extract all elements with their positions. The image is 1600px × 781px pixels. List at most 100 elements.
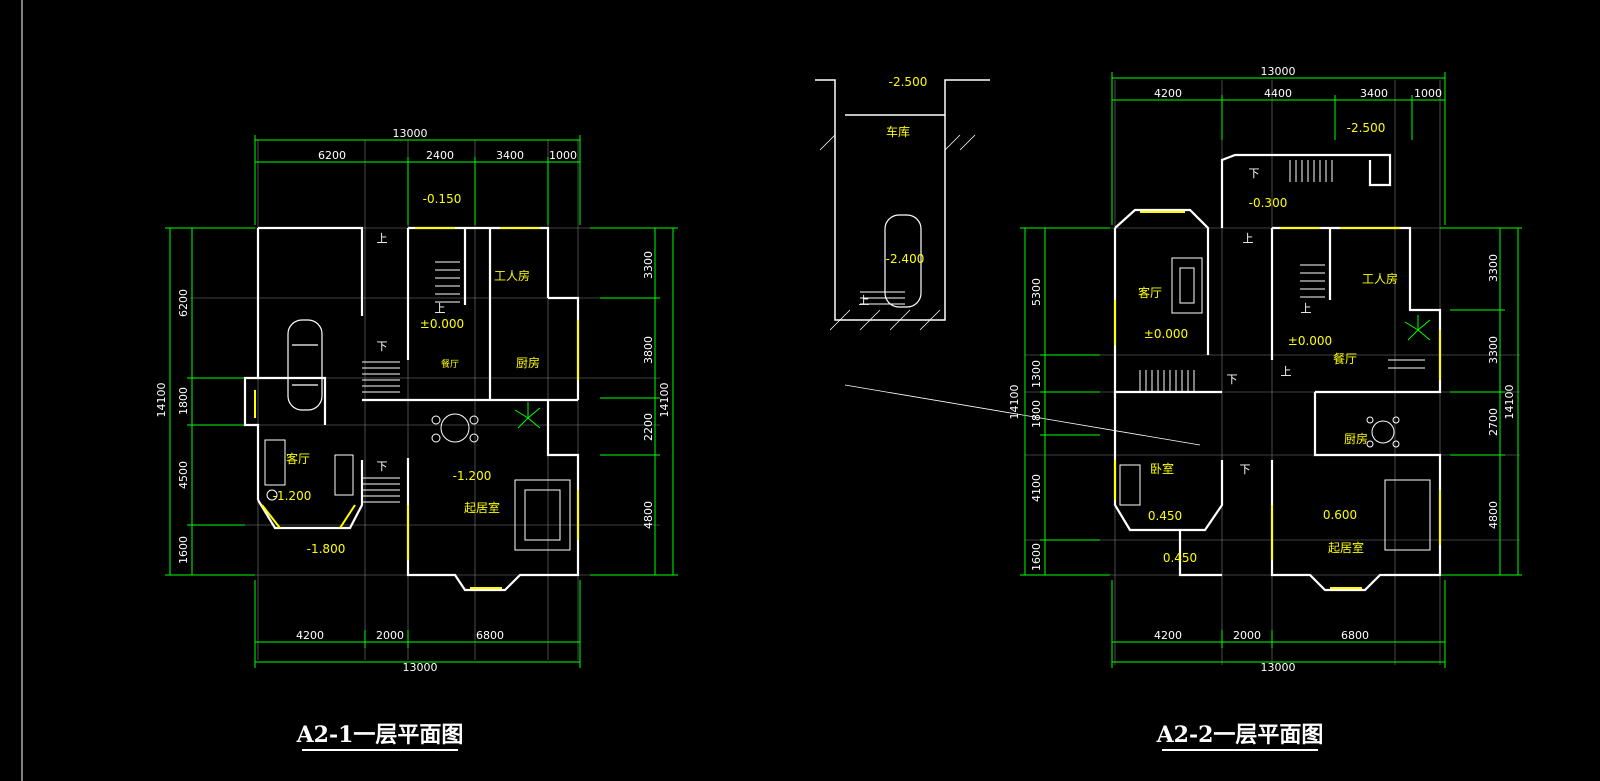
garage-car-icon: [884, 214, 922, 308]
plan2-bottom-total: 13000: [1261, 661, 1296, 674]
plan2-bottom-dimensions: [1111, 580, 1446, 668]
plan2-elev-family: 0.600: [1323, 508, 1357, 522]
plan2-bottom-dim-2: 2000: [1233, 629, 1261, 642]
plan2-left-dim-1: 5300: [1030, 278, 1043, 306]
plan2-top-dim-2: 4400: [1264, 87, 1292, 100]
plan2-elev-bedroom: 0.450: [1148, 509, 1182, 523]
plan1-room-dining: 餐厅: [441, 358, 459, 370]
garage-label: 车库: [886, 124, 910, 139]
plan1-stair-down-1: 下: [377, 340, 388, 353]
plan2-bottom-dim-3: 6800: [1341, 629, 1369, 642]
plan1-bottom-dim-2: 2000: [376, 629, 404, 642]
plan2-stair-down-2: 下: [1227, 373, 1238, 386]
plan1-room-family: 起居室: [464, 500, 500, 515]
plan2-room-bedroom: 卧室: [1150, 461, 1174, 476]
plan2-stair-down-3: 下: [1240, 463, 1251, 476]
plan2-room-living: 客厅: [1138, 285, 1162, 300]
plan1-walls: [243, 226, 580, 592]
plan2-top-dim-1: 4200: [1154, 87, 1182, 100]
garage-top-elev: -2.500: [889, 75, 928, 89]
plan2-right-dim-1: 3300: [1487, 254, 1500, 282]
plan1-left-dim-4: 1600: [177, 536, 190, 564]
plan1-bottom-dim-3: 6800: [476, 629, 504, 642]
garage-ground-hatch: [819, 134, 976, 331]
plan2-top-dim-3: 3400: [1360, 87, 1388, 100]
plan2-left-dim-4: 4100: [1030, 474, 1043, 502]
garage-section-line: [844, 384, 1201, 446]
plan2-top-dim-4: 1000: [1414, 87, 1442, 100]
plan1-left-total: 14100: [155, 383, 168, 418]
plan2-elev-bedroom2: 0.450: [1163, 551, 1197, 565]
plan2-elev-dining: ±0.000: [1288, 334, 1332, 348]
garage-up-label: 上: [859, 294, 870, 307]
plan1-room-worker: 工人房: [494, 268, 530, 283]
plan1-furniture: [264, 413, 571, 551]
plan2-room-kitchen: 厨房: [1344, 431, 1368, 446]
plan1-left-dim-3: 4500: [177, 461, 190, 489]
plan1-top-dim-3: 3400: [496, 149, 524, 162]
plan2-room-family: 起居室: [1328, 540, 1364, 555]
plan2-right-total: 14100: [1503, 385, 1516, 420]
garage-walls: [815, 79, 990, 321]
plan1-car-icon: [287, 319, 323, 411]
plan2-plant-icon: [1404, 315, 1431, 341]
plan1-left-dim-2: 1800: [177, 387, 190, 415]
plan1-bottom-dim-1: 4200: [296, 629, 324, 642]
plan2-stair-up-3: 上: [1281, 365, 1292, 378]
plan2-stairs: [1139, 160, 1333, 392]
plan1-windows: [254, 227, 579, 589]
plan1-bottom-total: 13000: [403, 661, 438, 674]
plan1-elev-outside: -1.800: [307, 542, 346, 556]
plan2-elev-living: ±0.000: [1144, 327, 1188, 341]
garage-floor-elev: -2.400: [886, 252, 925, 266]
plan2-left-dimensions: [1020, 227, 1110, 576]
plan2-left-dim-3: 1800: [1030, 400, 1043, 428]
plan2-stair-down-1: 下: [1249, 167, 1260, 180]
plan1-room-kitchen: 厨房: [516, 355, 540, 370]
plan2-right-dimensions: [1440, 227, 1522, 576]
plan2-room-worker: 工人房: [1362, 271, 1398, 286]
plan2-bottom-dim-1: 4200: [1154, 629, 1182, 642]
plan1-left-dim-1: 6200: [177, 289, 190, 317]
plan1-stair-up-2: 上: [435, 302, 446, 315]
plan1-right-dim-4: 4800: [642, 501, 655, 529]
garage-section: -2.500 车库 -2.400 上: [815, 75, 1201, 446]
plan1-right-dimensions: [590, 227, 678, 576]
plan1-right-total: 14100: [658, 383, 671, 418]
plan1-stair-down-2: 下: [377, 460, 388, 473]
plan2-right-dim-2: 3300: [1487, 336, 1500, 364]
plan1-top-total: 13000: [393, 127, 428, 140]
plan2-title: A2-2一层平面图: [1156, 722, 1324, 748]
plan1-room-living: 客厅: [286, 451, 310, 466]
plan2-room-dining: 餐厅: [1333, 351, 1357, 366]
plan1-right-dim-3: 2200: [642, 413, 655, 441]
plan1-right-dim-1: 3300: [642, 251, 655, 279]
plan2-right-dim-3: 2700: [1487, 408, 1500, 436]
plan1-left-dimensions: [165, 227, 255, 576]
plan2-right-dim-4: 4800: [1487, 501, 1500, 529]
plan2-furniture: [1119, 257, 1431, 551]
plan2-elev-ramp: -2.500: [1347, 121, 1386, 135]
plan2-top-total: 13000: [1261, 65, 1296, 78]
plan1-elev-stair: ±0.000: [420, 317, 464, 331]
plan1-stair-up-1: 上: [377, 232, 388, 245]
plan1-elev-living: -1.200: [273, 489, 312, 503]
plan1-plant-icon: [514, 402, 541, 429]
plan2-top-dimensions: [1111, 72, 1446, 225]
plan-a2-2: 13000 4200 4400 3400 1000 4200 2000 6800…: [1008, 65, 1522, 751]
plan2-windows: [1114, 211, 1441, 589]
plan1-title: A2-1一层平面图: [296, 722, 464, 748]
plan2-stair-up-1: 上: [1243, 232, 1254, 245]
plan1-elev-family: -1.200: [453, 469, 492, 483]
plan2-elev-entry: -0.300: [1249, 196, 1288, 210]
plan2-left-dim-2: 1300: [1030, 360, 1043, 388]
plan2-left-dim-5: 1600: [1030, 543, 1043, 571]
plan1-top-dimensions: [254, 135, 581, 225]
plan1-elev-entry: -0.150: [423, 192, 462, 206]
plan1-stairs: [362, 261, 460, 503]
plan2-left-total: 14100: [1008, 385, 1021, 420]
plan1-top-dim-1: 6200: [318, 149, 346, 162]
plan1-bottom-dimensions: [254, 580, 581, 668]
plan2-grid-lines: [1025, 80, 1520, 665]
